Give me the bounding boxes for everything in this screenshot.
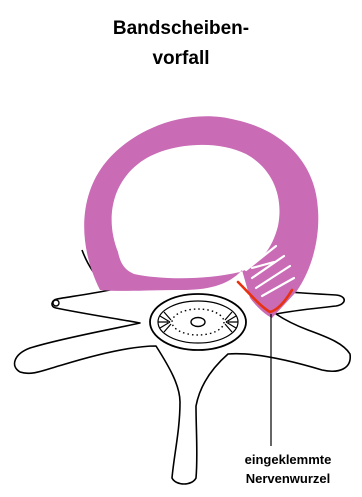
label-line-1: eingeklemmte	[218, 450, 358, 469]
central-canal	[191, 318, 205, 327]
nerve-root-label: eingeklemmte Nervenwurzel	[218, 450, 358, 488]
label-line-2: Nervenwurzel	[218, 469, 358, 488]
spinal-canal	[150, 294, 246, 350]
